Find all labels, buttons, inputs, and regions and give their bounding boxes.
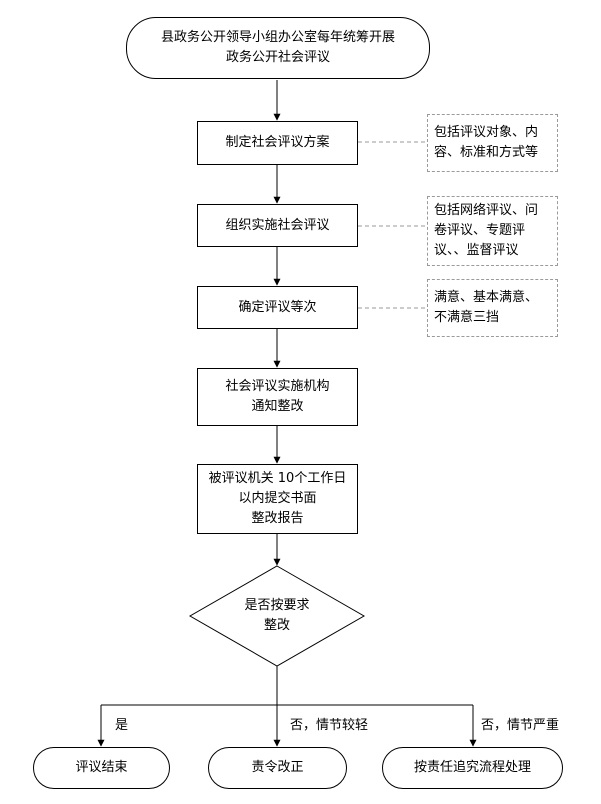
- grade-box: 确定评议等次: [197, 286, 358, 329]
- report-line-3: 整改报告: [251, 511, 304, 526]
- start-line-1: 县政务公开领导小组办公室每年统筹开展: [160, 30, 395, 45]
- organize-label: 组织实施社会评议: [225, 217, 330, 233]
- end-fix-label: 责令改正: [251, 760, 304, 775]
- start-node: 县政务公开领导小组办公室每年统筹开展 政务公开社会评议: [126, 17, 430, 79]
- notify-line-1: 社会评议实施机构: [225, 379, 330, 394]
- plan-note-line-1: 包括评议对象、内: [434, 125, 539, 140]
- decision-line-1: 是否按要求: [244, 598, 310, 613]
- grade-note-line-1: 满意、基本满意、: [434, 290, 539, 305]
- organize-box: 组织实施社会评议: [197, 204, 358, 247]
- grade-note-line-2: 不满意三挡: [434, 310, 500, 325]
- edge-label-no-serious: 否，情节严重: [481, 718, 560, 733]
- start-line-2: 政务公开社会评议: [225, 50, 330, 65]
- plan-label: 制定社会评议方案: [225, 135, 330, 150]
- organize-note-line-2: 卷评议、专题评: [434, 223, 526, 238]
- grade-note: 满意、基本满意、 不满意三挡: [427, 279, 558, 337]
- edge-label-no-minor: 否，情节较轻: [290, 718, 369, 733]
- grade-label: 确定评议等次: [238, 299, 317, 315]
- notify-line-2: 通知整改: [251, 399, 304, 414]
- organize-note-line-1: 包括网络评议、问: [434, 203, 539, 218]
- end-pass-node: 评议结束: [33, 747, 170, 789]
- organize-note-line-3: 议、、监督评议: [434, 243, 519, 258]
- edge-label-yes: 是: [115, 718, 129, 733]
- report-line-2: 以内提交书面: [238, 491, 317, 506]
- notify-box: 社会评议实施机构 通知整改: [197, 368, 358, 426]
- decision-line-2: 整改: [263, 618, 290, 633]
- end-pass-label: 评议结束: [75, 760, 128, 775]
- plan-note-line-2: 容、标准和方式等: [434, 145, 539, 160]
- decision-text: 是否按要求 整改: [205, 592, 349, 640]
- end-accountability-node: 按责任追究流程处理: [382, 747, 563, 789]
- report-box: 被评议机关 10个工作日 以内提交书面 整改报告: [197, 464, 358, 534]
- plan-note: 包括评议对象、内 容、标准和方式等: [427, 114, 558, 172]
- organize-note: 包括网络评议、问 卷评议、专题评 议、、监督评议: [427, 196, 558, 266]
- end-accountability-label: 按责任追究流程处理: [413, 760, 531, 775]
- report-line-1: 被评议机关 10个工作日: [208, 471, 347, 486]
- end-fix-node: 责令改正: [208, 747, 347, 789]
- plan-box: 制定社会评议方案: [197, 121, 358, 165]
